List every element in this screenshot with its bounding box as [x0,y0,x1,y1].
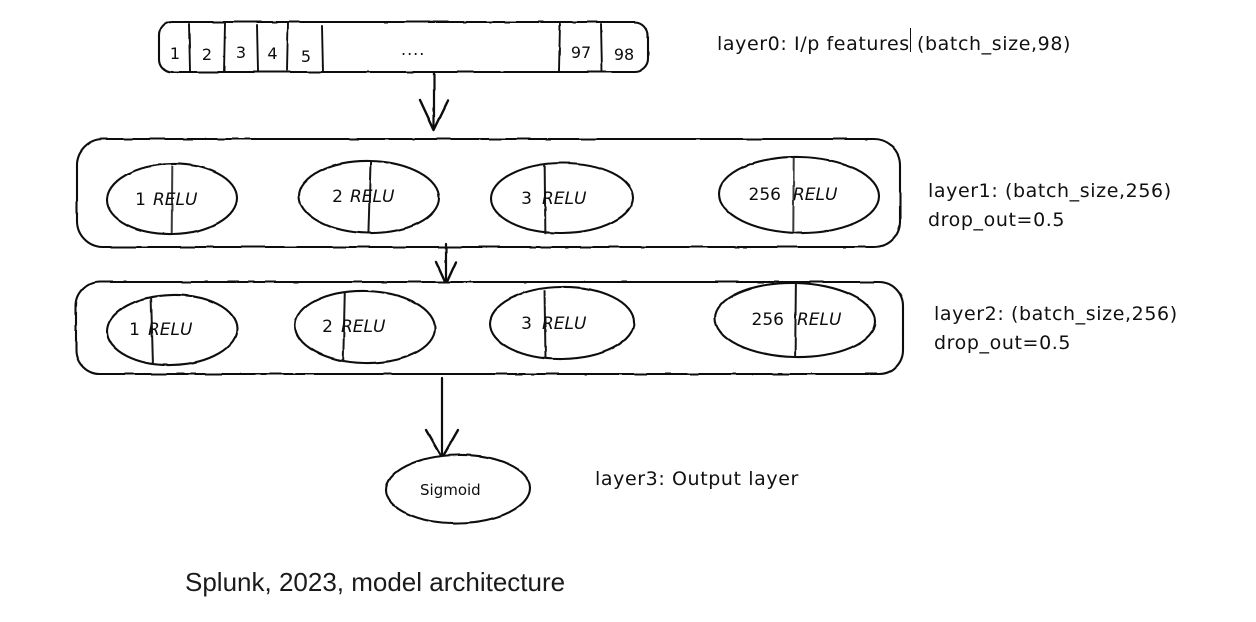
layer2-node-256-index: 256 [751,310,784,330]
layer2-dropout-label: drop_out=0.5 [934,332,1072,354]
layer1-node-256 [717,155,881,235]
layer2-node-3-index: 3 [521,314,532,334]
layer3-label: layer3: Output layer [595,468,799,490]
input-cell-2: 2 [201,45,213,64]
layer2-node-3 [488,285,636,361]
layer1-node-2-index: 2 [332,187,343,207]
layer2-node-256 [713,281,877,359]
layer2-nodes [105,281,877,367]
layer1-nodes [105,155,881,236]
layer1-node-2-activation: RELU [350,187,395,207]
input-cell-divider-4 [286,22,289,71]
output-node [384,453,532,525]
layer1-dropout-label: drop_out=0.5 [928,209,1066,231]
input-cell-5: 5 [300,47,312,66]
layer2-node-3-activation: RELU [542,314,587,334]
input-cell-1: 1 [169,44,181,63]
layer2-node-1-index: 1 [129,320,140,340]
input-cell-97: 97 [570,43,592,62]
layer1-node-256-index: 256 [748,185,781,205]
input-cell-3: 3 [235,43,247,62]
layer1-node-1 [105,162,239,236]
layer1-container [75,137,902,249]
input-cell-98: 98 [613,45,635,64]
input-cell-divider-3 [256,24,259,72]
output-node-label: Sigmoid [420,481,481,499]
layer2-node-1 [105,293,239,367]
layer2-node-2 [293,289,437,365]
input-cell-divider-7 [600,23,603,73]
layer2-node-256-activation: RELU [797,310,842,330]
layer1-node-3 [489,161,635,235]
input-cell-divider-5 [321,25,324,73]
layer1-node-1-activation: RELU [153,190,198,210]
layer1-node-2 [297,159,441,235]
arrow-layer2-to-output [424,376,460,460]
input-cell-divider-2 [223,22,226,73]
input-cell-4: 4 [267,44,278,63]
layer2-node-2-activation: RELU [341,317,386,337]
layer0-shape: (batch_size,98) [917,33,1072,55]
arrow-layer1-to-layer2 [434,242,458,286]
layer2-node-2-index: 2 [322,317,333,337]
input-ellipsis: .... [401,40,426,59]
input-cell-divider-1 [188,23,191,72]
layer1-node-3-index: 3 [521,189,532,209]
input-feature-bar [157,20,650,74]
text-caret [910,28,911,52]
layer1-shape-label: layer1: (batch_size,256) [928,180,1172,202]
layer0-label: layer0: I/p features [717,33,910,55]
layer1-node-1-index: 1 [135,190,146,210]
layer2-shape-label: layer2: (batch_size,256) [934,303,1178,325]
layer1-node-256-activation: RELU [793,185,838,205]
diagram-caption: Splunk, 2023, model architecture [185,567,566,597]
arrow-input-to-layer1 [418,70,450,132]
input-cell-divider-6 [558,22,561,72]
layer1-node-3-activation: RELU [542,189,587,209]
layer2-node-1-activation: RELU [148,320,193,340]
